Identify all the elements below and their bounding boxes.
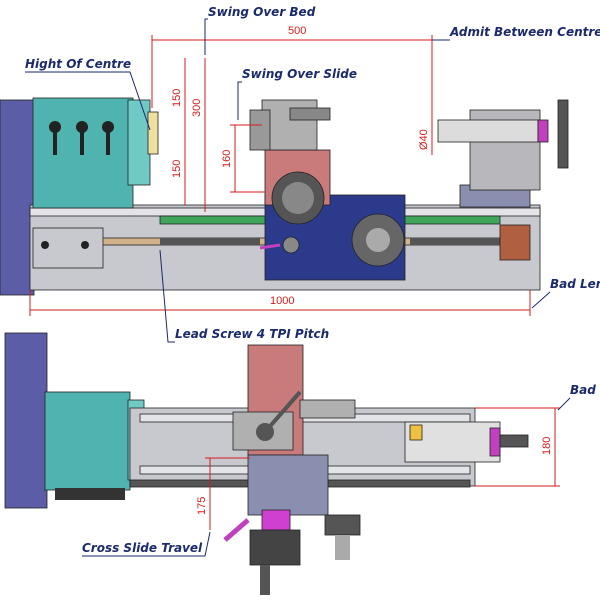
plan-saddle <box>247 454 329 516</box>
callout-swing-over-slide: Swing Over Slide <box>242 67 357 81</box>
dim-300: 300 <box>191 99 203 117</box>
dim-150-upper: 150 <box>171 89 183 107</box>
tailstock-handwheel-icon <box>557 99 569 169</box>
dim-500: 500 <box>288 25 306 37</box>
chuck <box>147 111 159 155</box>
front-dimensions: 500 150 150 300 160 Ø40 1000 <box>29 25 531 316</box>
front-callouts: Swing Over Bed Admit Between Centres Hig… <box>25 5 600 343</box>
front-view <box>0 97 569 296</box>
dim-160: 160 <box>221 150 233 168</box>
speed-knob-icon <box>49 121 114 155</box>
callout-swing-over-bed: Swing Over Bed <box>208 5 316 19</box>
plan-headstock <box>44 391 131 491</box>
dim-quill: Ø40 <box>418 129 430 150</box>
callout-admit-between-centres: Admit Between Centres <box>449 25 600 39</box>
callout-bed-width: Bad <box>570 383 596 397</box>
dim-1000: 1000 <box>270 295 294 307</box>
dim-175: 175 <box>196 497 208 515</box>
callout-bed-length: Bad Len <box>550 277 600 291</box>
plan-tailstock-handwheel-icon <box>499 434 529 448</box>
callout-lead-screw: Lead Screw 4 TPI Pitch <box>175 327 329 341</box>
dim-150-lower: 150 <box>171 160 183 178</box>
callout-hight-of-centre: Hight Of Centre <box>25 57 131 71</box>
plan-dimensions: 180 175 <box>196 407 560 530</box>
dim-180: 180 <box>541 437 553 455</box>
motor-housing <box>0 99 35 296</box>
plan-cross-slide-handwheel-icon <box>249 529 301 566</box>
headstock-cover <box>127 99 151 186</box>
plan-view <box>4 332 529 595</box>
callout-cross-slide-travel: Cross Slide Travel <box>82 541 203 555</box>
plan-callouts: Bad Cross Slide Travel <box>82 383 596 557</box>
plan-motor <box>4 332 48 509</box>
